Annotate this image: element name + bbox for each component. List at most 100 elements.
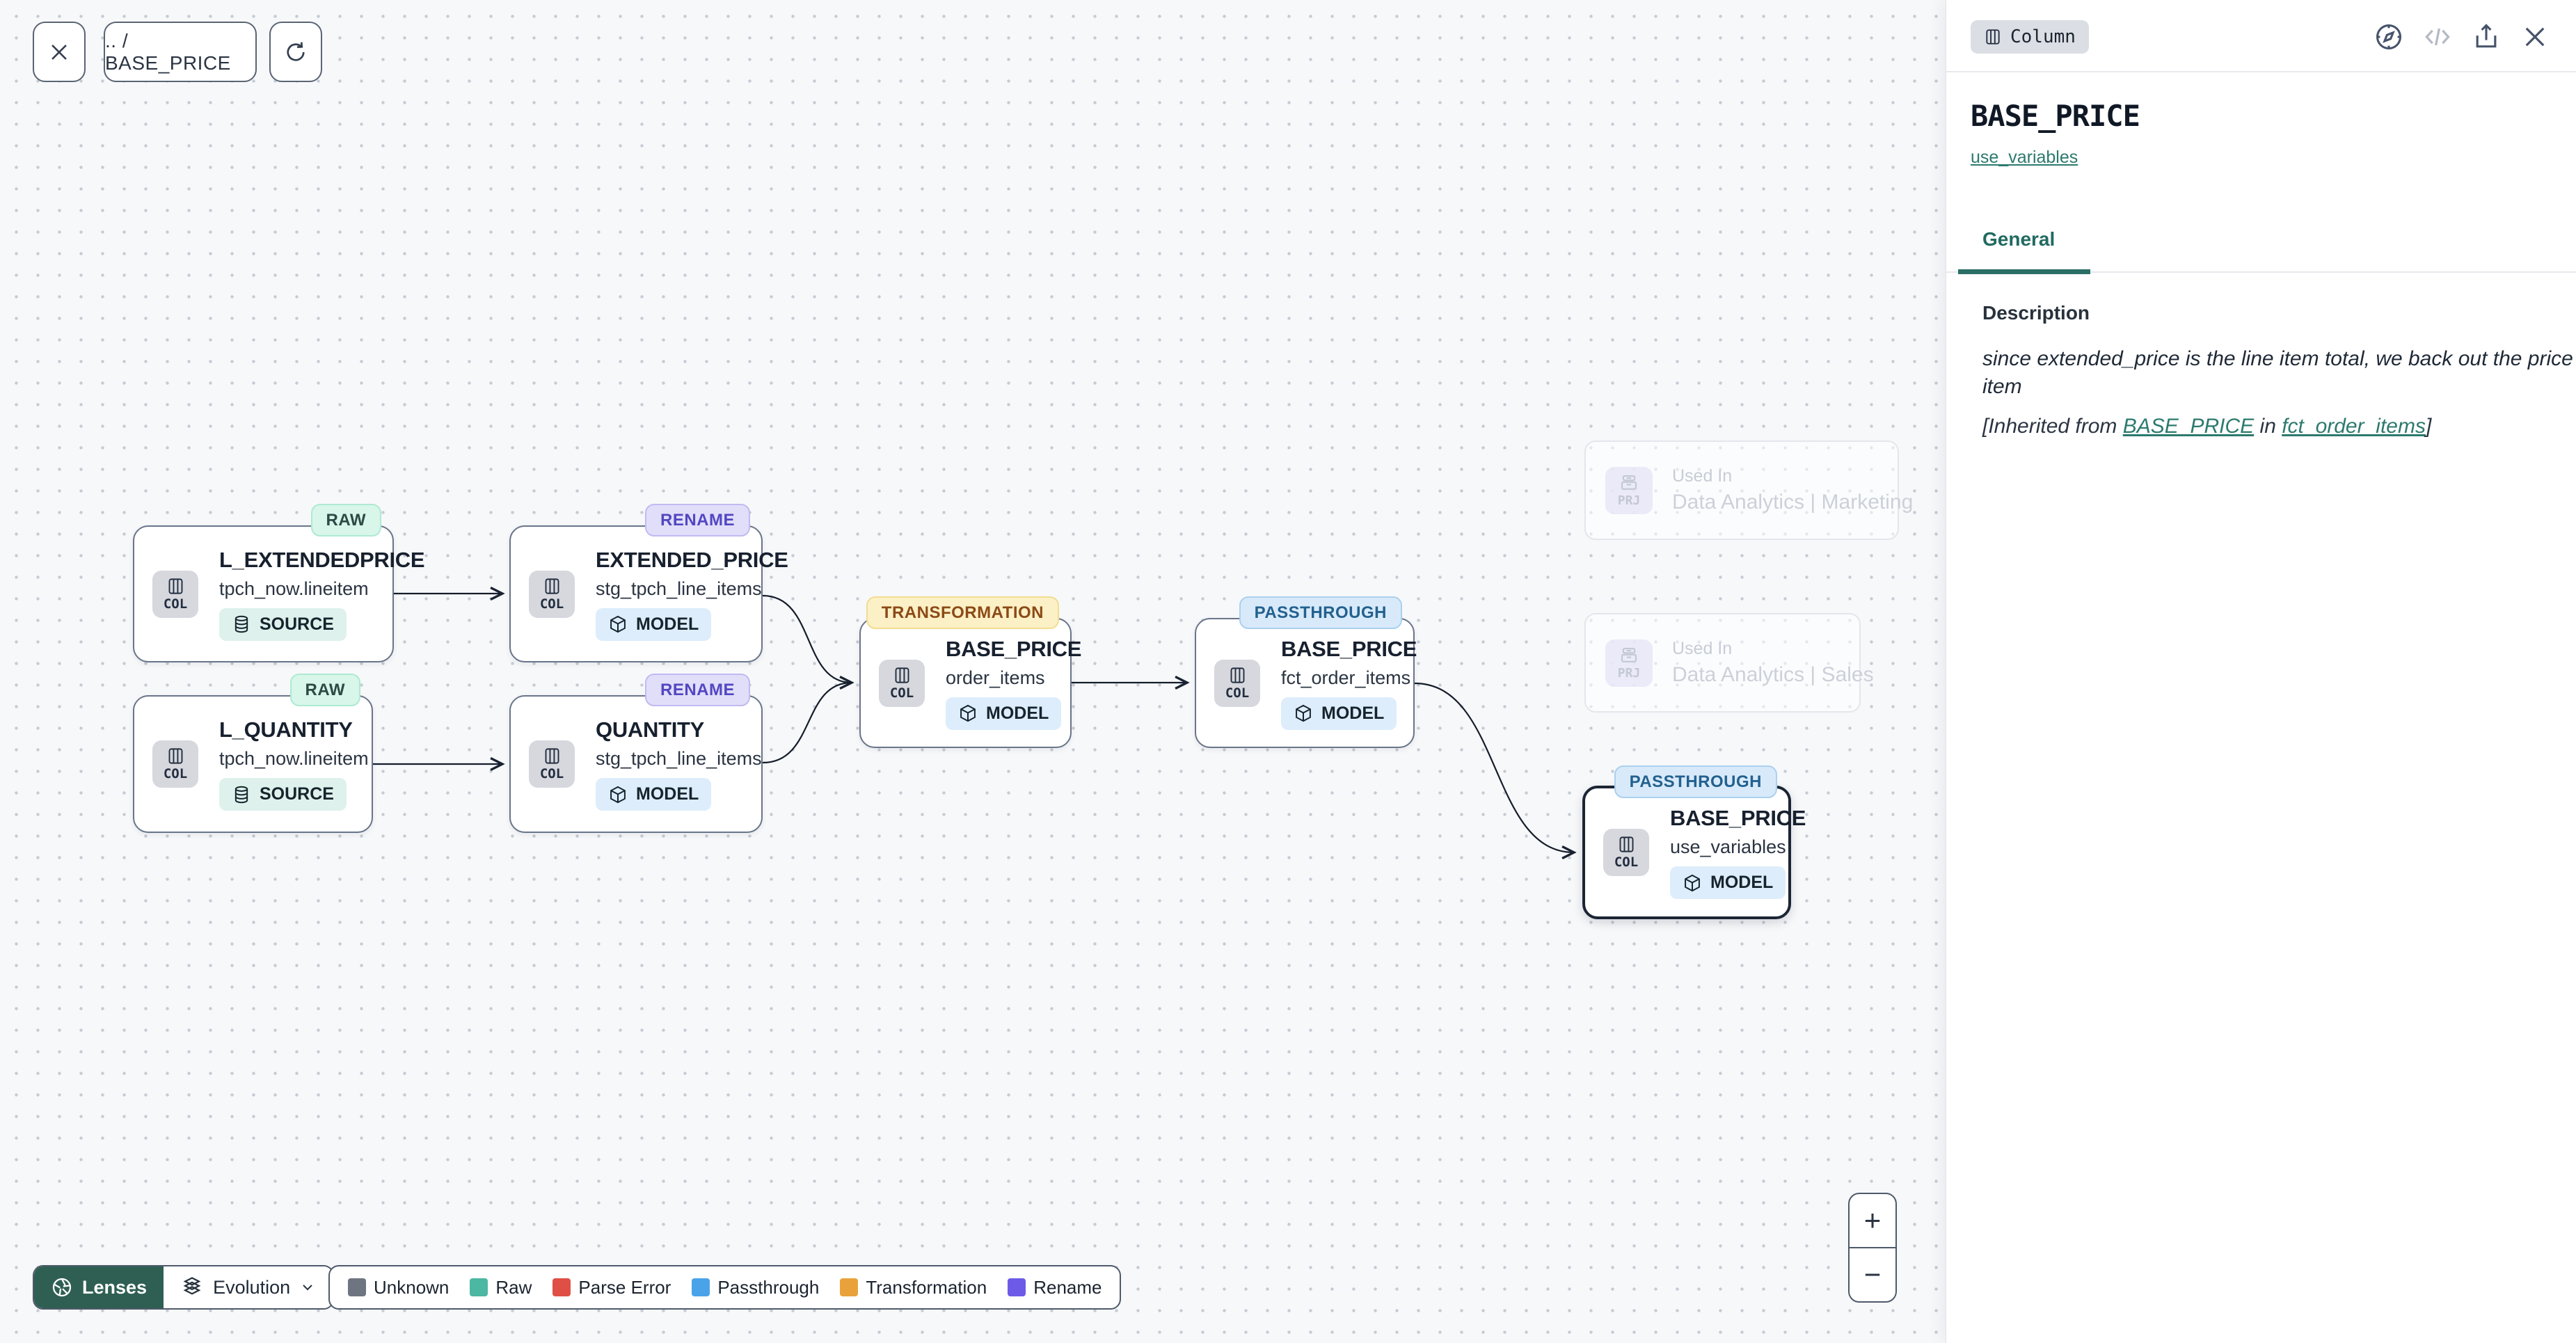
legend-swatch <box>348 1278 366 1296</box>
inherited-suffix: ] <box>2425 415 2432 438</box>
node-base-price-fct-order-items[interactable]: PASSTHROUGH COL BASE_PRICE fct_order_ite… <box>1195 596 1417 748</box>
node-type-pill: MODEL <box>946 697 1062 730</box>
node-type-label: SOURCE <box>260 614 334 634</box>
node-title: BASE_PRICE <box>1670 806 1806 830</box>
column-chip: COL <box>529 570 575 618</box>
zoom-out-button[interactable]: − <box>1863 1258 1882 1291</box>
zoom-in-button[interactable]: + <box>1850 1194 1895 1248</box>
legend-label: Parse Error <box>578 1276 671 1298</box>
column-chip: COL <box>152 570 198 618</box>
column-chip: COL <box>879 659 925 707</box>
breadcrumb-label: .. / BASE_PRICE <box>105 29 231 74</box>
legend-item-unknown: Unknown <box>348 1277 449 1298</box>
share-button[interactable] <box>2470 21 2502 53</box>
used-in-node-marketing[interactable]: PRJ Used In Data Analytics | Marketing <box>1584 440 1913 540</box>
node-type-pill: MODEL <box>596 778 712 811</box>
lens-picker-dropdown[interactable]: Evolution <box>164 1266 333 1308</box>
node-type-label: MODEL <box>986 703 1049 723</box>
node-base-price-order-items[interactable]: TRANSFORMATION COL BASE_PRICE order_item… <box>859 596 1081 748</box>
description-heading: Description <box>1982 302 2090 324</box>
model-icon <box>1685 874 1700 891</box>
legend-label: Passthrough <box>717 1276 820 1298</box>
legend-item-transformation: Transformation <box>840 1277 987 1298</box>
inherited-prefix: [Inherited from <box>1982 415 2123 438</box>
project-chip: PRJ <box>1605 639 1653 687</box>
node-base-price-use-variables[interactable]: PASSTHROUGH COL BASE_PRICE use_variables… <box>1582 765 1806 919</box>
model-link[interactable]: use_variables <box>1971 148 2078 167</box>
inherited-column-link[interactable]: BASE_PRICE <box>2122 415 2255 438</box>
project-chip-label: PRJ <box>1617 493 1641 508</box>
node-subtitle: fct_order_items <box>1281 667 1411 688</box>
view-code-button[interactable] <box>2422 21 2454 53</box>
node-type-pill: SOURCE <box>219 607 347 641</box>
lens-badge: PASSTHROUGH <box>1614 765 1777 798</box>
node-type-label: SOURCE <box>260 784 334 804</box>
breadcrumb[interactable]: .. / BASE_PRICE <box>104 22 257 82</box>
lenses-button[interactable]: Lenses <box>34 1266 164 1308</box>
used-in-label: Used In <box>1672 466 1733 486</box>
node-subtitle: stg_tpch_line_items <box>596 748 762 769</box>
edge-quantity-orderitems <box>762 681 852 764</box>
details-panel-header: Column <box>1946 0 2576 72</box>
node-subtitle: tpch_now.lineitem <box>219 748 369 769</box>
refresh-icon <box>287 42 305 61</box>
column-icon <box>545 748 559 764</box>
inherited-model-link[interactable]: fct_order_items <box>2282 415 2426 438</box>
node-title: BASE_PRICE <box>1281 636 1417 661</box>
node-l-quantity[interactable]: RAW COL L_QUANTITY tpch_now.lineitem SOU… <box>133 674 373 833</box>
legend-item-raw: Raw <box>470 1277 532 1298</box>
node-type-pill: MODEL <box>1281 697 1397 730</box>
lens-badge: RENAME <box>644 674 750 706</box>
details-panel: Column BASE_PRICE use_variables Gener <box>1946 0 2576 1343</box>
column-chip-label: COL <box>163 596 188 612</box>
lens-legend: Unknown Raw Parse Error Passthrough Tran… <box>328 1265 1122 1310</box>
node-l-extendedprice[interactable]: RAW COL L_EXTENDEDPRICE tpch_now.lineite… <box>133 504 425 662</box>
node-type-pill: MODEL <box>596 607 712 641</box>
legend-swatch <box>470 1278 488 1296</box>
node-extended-price[interactable]: RENAME COL EXTENDED_PRICE stg_tpch_line_… <box>509 504 788 662</box>
lenses-icon <box>52 1278 72 1297</box>
share-icon <box>2476 24 2497 48</box>
explore-button[interactable] <box>2373 21 2405 53</box>
tab-general[interactable]: General <box>1982 228 2056 250</box>
inherited-note: [Inherited from BASE_PRICE in fct_order_… <box>1982 415 2431 438</box>
model-icon <box>1296 704 1311 722</box>
lens-badge: TRANSFORMATION <box>866 596 1059 629</box>
refresh-button[interactable] <box>269 22 322 82</box>
entity-type-badge: Column <box>1971 20 2089 54</box>
node-title: EXTENDED_PRICE <box>596 547 788 572</box>
node-subtitle: tpch_now.lineitem <box>219 578 369 599</box>
zoom-controls: + − <box>1848 1193 1897 1303</box>
lineage-canvas[interactable]: .. / BASE_PRICE RAW COL L_EXTENDEDPRICE … <box>0 0 1946 1343</box>
legend-label: Unknown <box>374 1276 450 1298</box>
close-icon <box>2525 27 2545 47</box>
used-in-name: Data Analytics | Sales <box>1672 663 1874 686</box>
close-lineage-button[interactable] <box>33 22 86 82</box>
inherited-middle: in <box>2254 415 2282 438</box>
compass-icon <box>2376 24 2402 50</box>
active-tab-indicator <box>1958 269 2090 274</box>
node-subtitle: stg_tpch_line_items <box>596 578 762 599</box>
used-in-node-sales[interactable]: PRJ Used In Data Analytics | Sales <box>1584 613 1874 713</box>
database-icon <box>234 615 248 633</box>
node-title: BASE_PRICE <box>946 636 1082 661</box>
column-icon <box>1619 836 1633 852</box>
column-chip: COL <box>152 740 198 788</box>
column-icon <box>895 667 909 683</box>
node-type-pill: MODEL <box>1670 866 1786 899</box>
legend-swatch <box>840 1278 859 1296</box>
node-quantity[interactable]: RENAME COL QUANTITY stg_tpch_line_items … <box>509 674 763 833</box>
legend-swatch <box>552 1278 571 1296</box>
database-icon <box>234 786 248 803</box>
project-chip-label: PRJ <box>1617 666 1641 681</box>
node-title: L_EXTENDEDPRICE <box>219 547 425 572</box>
lens-badge: RAW <box>289 674 360 706</box>
legend-swatch <box>692 1278 710 1296</box>
project-chip: PRJ <box>1605 466 1653 514</box>
lens-badge: RENAME <box>644 504 750 537</box>
close-panel-button[interactable] <box>2519 21 2551 53</box>
column-chip: COL <box>1603 829 1649 876</box>
model-icon <box>960 704 976 722</box>
node-title: L_QUANTITY <box>219 717 353 742</box>
node-title: QUANTITY <box>596 717 705 742</box>
